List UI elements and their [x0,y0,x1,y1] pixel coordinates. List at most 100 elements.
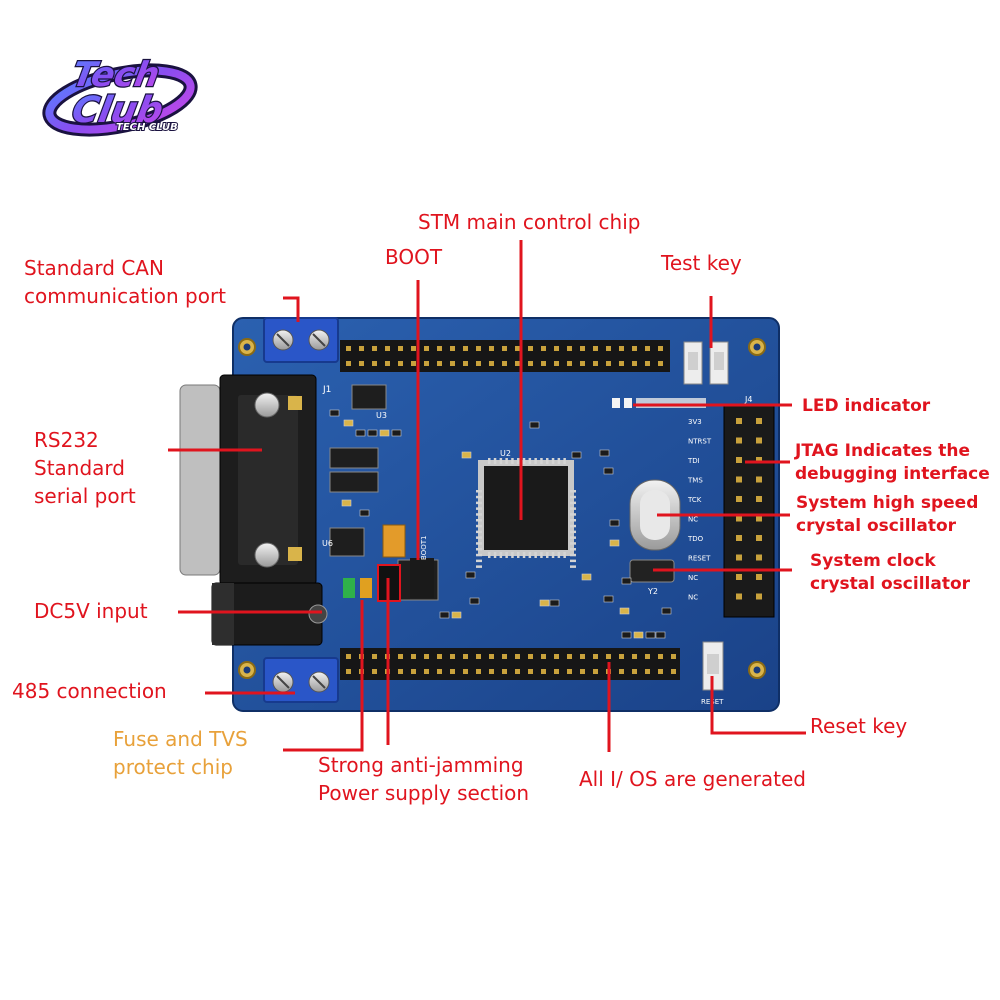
logo-sub-text: TECH CLUB [116,122,178,133]
header-pin [658,654,663,659]
header-pin [398,361,403,366]
header-pin [619,654,624,659]
header-pin [645,669,650,674]
smd-part [549,599,560,607]
can-terminal-block [263,317,339,363]
header-pin [593,654,598,659]
header-pin [528,346,533,351]
mcu-pin [570,495,576,499]
smd-components [329,409,672,639]
header-pin [541,669,546,674]
mcu-pin [488,458,491,464]
header-pin [658,669,663,674]
jtag-pin [736,554,742,561]
smd-part [645,631,656,639]
header-pin [515,346,520,351]
header-pin [671,654,676,659]
jtag-pin [756,418,762,424]
mcu-pin [534,458,537,464]
header-pin [424,669,429,674]
mcu-pin [570,536,576,539]
label-can-port: Standard CAN communication port [24,256,227,308]
jtag-pin-label: TDI [687,457,700,465]
label-clk-osc: System clock crystal oscillator [810,551,971,594]
mcu-pin [570,559,576,563]
mcu-pin [563,552,566,558]
silk-u2: U2 [500,449,511,458]
mcu-pin [476,513,482,516]
mcu-pin [557,552,561,558]
header-pin [554,346,559,351]
mcu-pin [570,501,576,505]
smd-part [367,429,378,437]
header-pin [346,669,351,674]
mcu-pin [546,458,549,464]
jtag-pin [756,476,762,483]
mcu-pin [476,524,482,528]
mcu-pin [517,458,520,464]
header-pin [489,361,494,366]
led-row [612,398,706,408]
smd-part [355,429,366,437]
test-keys [683,341,729,385]
jtag-pin [736,593,742,600]
mcu-pin [493,552,497,558]
mcu-pin [505,552,508,558]
jtag-pin-label: NC [688,594,698,602]
smd-part [451,611,462,619]
smd-part [599,449,610,457]
jtag-pin [756,535,762,541]
label-485: 485 connection [12,679,167,703]
logo-swoosh-inner [45,66,195,134]
jtag-header: J4 [723,395,775,618]
header-pin [515,669,520,674]
smd-part [359,509,370,517]
label-stm-chip: STM main control chip [418,210,641,234]
jtag-pin [756,437,762,444]
label-boot: BOOT [385,245,443,269]
mcu-pin [476,507,482,510]
label-fuse: Fuse and TVS protect chip [113,727,248,779]
header-pin [619,361,624,366]
mcu-pin [476,559,482,563]
header-pin [463,669,468,674]
header-pin [450,669,455,674]
header-pin [632,346,637,351]
mcu-pin [476,542,482,545]
tech-club-logo: Tech Club TECH CLUB [42,54,198,137]
jtag-pin [756,457,762,463]
leader-can [283,296,300,322]
jtag-pin-label: 3V3 [688,418,702,426]
mcu-pin [540,458,543,464]
header-pin [671,669,676,674]
bottom-pin-header [340,648,680,680]
mcu-pin [511,552,514,558]
header-pin [606,346,611,351]
logo-club-text: Club [69,88,167,131]
jtag-pin [736,418,742,424]
header-pin [437,669,442,674]
jtag-pin-label: NC [688,516,698,524]
header-pin [437,346,442,351]
smd-part [621,631,632,639]
header-pin [515,361,520,366]
smd-part [619,607,630,615]
header-pin [541,654,546,659]
header-pin [580,654,585,659]
mcu-pin [476,565,482,568]
header-pin [541,361,546,366]
header-pin [515,654,520,659]
db9-serial-connector: J1 [179,374,331,586]
header-pin [411,654,416,659]
silk-j1: J1 [322,385,331,395]
smd-part [529,421,540,429]
smd-part [661,607,672,615]
mcu-pin [528,552,532,558]
smd-part [603,595,614,603]
header-pin [619,346,624,351]
smd-part [379,429,390,437]
smd-part [329,409,340,417]
header-pin [567,654,572,659]
smd-part [469,597,480,605]
smd-part [621,577,632,585]
